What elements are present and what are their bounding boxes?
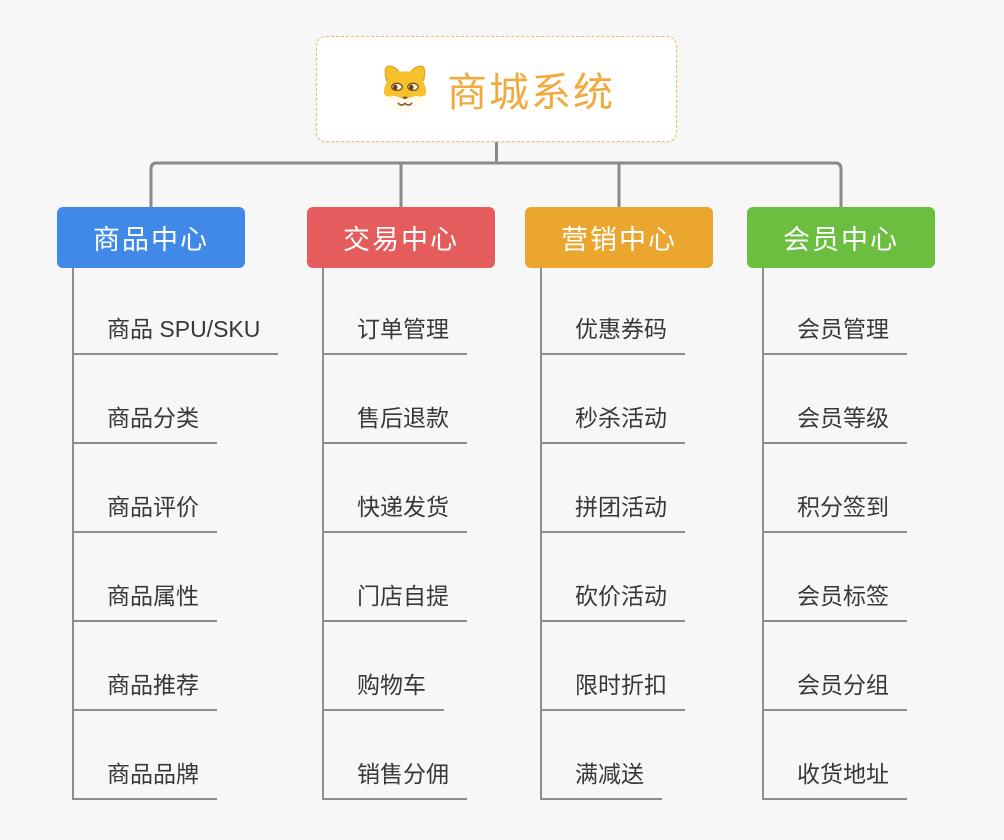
leaf-node[interactable]: 限时折扣 — [542, 666, 685, 711]
branch-node-trade-center[interactable]: 交易中心 — [307, 207, 495, 268]
branch-column-trade-center: 交易中心 订单管理 售后退款 快递发货 门店自提 购物车 销售分佣 — [307, 207, 557, 800]
leaf-node[interactable]: 拼团活动 — [542, 488, 685, 533]
leaf-node[interactable]: 砍价活动 — [542, 577, 685, 622]
leaf-list: 订单管理 售后退款 快递发货 门店自提 购物车 销售分佣 — [322, 268, 557, 800]
leaf-node[interactable]: 商品品牌 — [74, 755, 217, 800]
leaf-node[interactable]: 会员等级 — [764, 399, 907, 444]
leaf-node[interactable]: 商品属性 — [74, 577, 217, 622]
leaf-node[interactable]: 商品分类 — [74, 399, 217, 444]
leaf-node[interactable]: 快递发货 — [324, 488, 467, 533]
branch-label: 会员中心 — [783, 225, 899, 255]
branch-label: 营销中心 — [561, 225, 677, 255]
leaf-node[interactable]: 会员分组 — [764, 666, 907, 711]
leaf-node[interactable]: 会员标签 — [764, 577, 907, 622]
root-node-mall-system[interactable]: 商城系统 — [316, 36, 677, 142]
leaf-node[interactable]: 商品推荐 — [74, 666, 217, 711]
leaf-node[interactable]: 商品评价 — [74, 488, 217, 533]
leaf-node[interactable]: 商品 SPU/SKU — [74, 310, 279, 355]
branch-column-member-center: 会员中心 会员管理 会员等级 积分签到 会员标签 会员分组 收货地址 — [747, 207, 997, 800]
branch-column-marketing-center: 营销中心 优惠券码 秒杀活动 拼团活动 砍价活动 限时折扣 满减送 — [525, 207, 775, 800]
leaf-node[interactable]: 积分签到 — [764, 488, 907, 533]
branch-label: 商品中心 — [93, 225, 209, 255]
leaf-node[interactable]: 优惠券码 — [542, 310, 685, 355]
leaf-node[interactable]: 购物车 — [324, 666, 444, 711]
leaf-list: 会员管理 会员等级 积分签到 会员标签 会员分组 收货地址 — [762, 268, 997, 800]
branch-column-product-center: 商品中心 商品 SPU/SKU 商品分类 商品评价 商品属性 商品推荐 商品品牌 — [57, 207, 307, 800]
leaf-node[interactable]: 订单管理 — [324, 310, 467, 355]
leaf-node[interactable]: 会员管理 — [764, 310, 907, 355]
branch-node-member-center[interactable]: 会员中心 — [747, 207, 935, 268]
branch-node-marketing-center[interactable]: 营销中心 — [525, 207, 713, 268]
dog-face-icon — [378, 62, 432, 116]
root-title: 商城系统 — [447, 71, 615, 115]
leaf-list: 商品 SPU/SKU 商品分类 商品评价 商品属性 商品推荐 商品品牌 — [72, 268, 307, 800]
leaf-node[interactable]: 门店自提 — [324, 577, 467, 622]
leaf-node[interactable]: 秒杀活动 — [542, 399, 685, 444]
leaf-node[interactable]: 收货地址 — [764, 755, 907, 800]
leaf-node[interactable]: 售后退款 — [324, 399, 467, 444]
branch-label: 交易中心 — [343, 225, 459, 255]
branch-node-product-center[interactable]: 商品中心 — [57, 207, 245, 268]
leaf-node[interactable]: 销售分佣 — [324, 755, 467, 800]
leaf-node[interactable]: 满减送 — [542, 755, 662, 800]
leaf-list: 优惠券码 秒杀活动 拼团活动 砍价活动 限时折扣 满减送 — [540, 268, 775, 800]
